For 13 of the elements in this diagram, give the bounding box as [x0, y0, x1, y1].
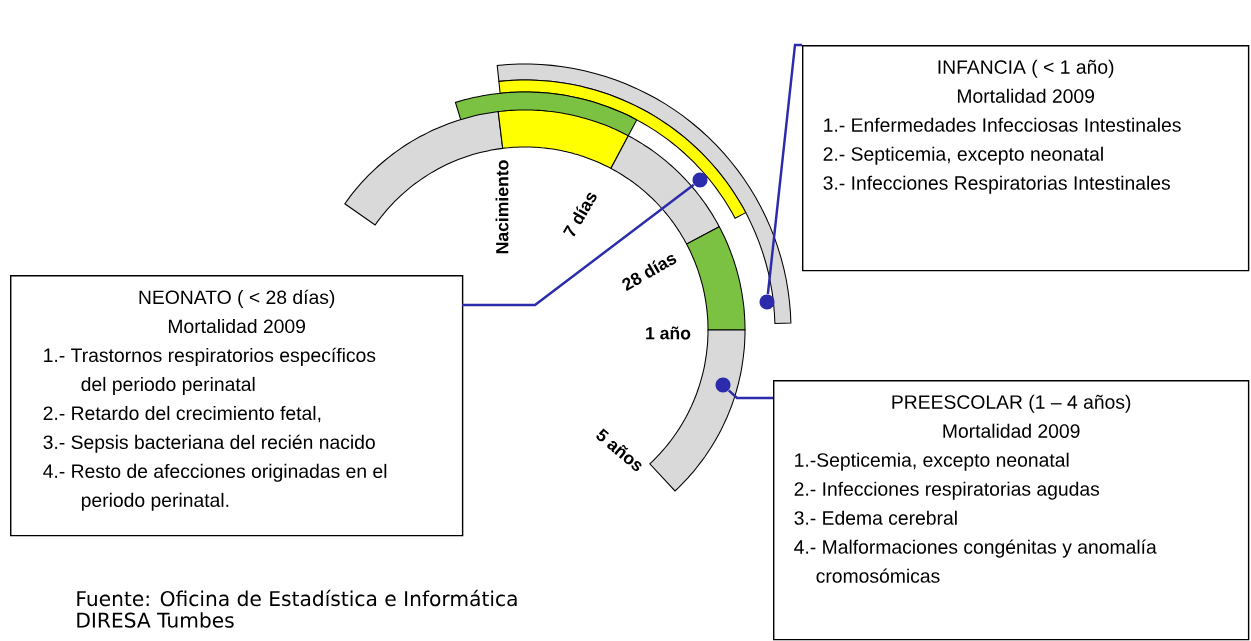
leader-line — [462, 183, 695, 307]
text-box: PREESCOLAR (1 – 4 años) Mortalidad 2009 1.-Septicemia, excepto neonatal 2.- Infecciones respiratorias agudas 3.- Edema cerebral 4.- Malformaciones congénitas y anomalía cromosómicas — [773, 380, 1250, 641]
source-note: Fuente: Oficina de Estadística e Informática — [77, 589, 517, 607]
age-label: Nacimiento — [495, 160, 509, 254]
source-note: DIRESA Tumbes — [77, 612, 234, 628]
dot — [692, 172, 708, 188]
leader-line — [727, 389, 773, 400]
age-label: 1 año — [646, 326, 691, 340]
dot — [759, 294, 775, 310]
dot — [715, 377, 731, 393]
age-label: 28 días — [622, 255, 677, 292]
text-box: INFANCIA ( < 1 año) Mortalidad 2009 1.- Enfermedades Infecciosas Intestinales 2.- Septicemia, excepto neonatal 3.- Infecciones Respiratorias Intestinales — [802, 45, 1250, 272]
text-box: NEONATO ( < 28 días) Mortalidad 2009 1.- Trastornos respiratorios específicos del periodo perinatal 2.- Retardo del crecimiento fetal, 3.- Sepsis bacteriana del recién nacido 4.- Resto de afecciones originadas en el periodo perinatal. — [10, 275, 464, 537]
